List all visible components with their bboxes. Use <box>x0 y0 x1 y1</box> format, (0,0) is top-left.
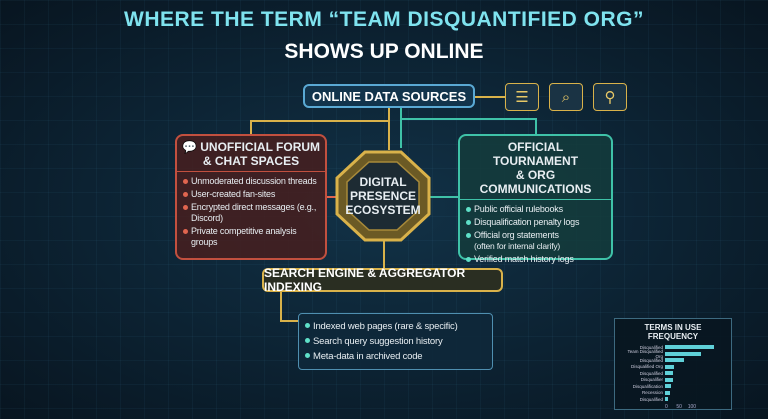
chart-row: Recession <box>619 390 727 397</box>
connector <box>388 108 390 150</box>
connector <box>250 120 390 122</box>
chart-tick-label: 50 <box>676 403 682 410</box>
chart-category-label: Disqualified <box>639 370 663 376</box>
chart-category-label: Recession <box>641 390 663 396</box>
official-title-1: OFFICIAL TOURNAMENT <box>492 140 579 168</box>
center-line-2: PRESENCE <box>349 189 417 203</box>
unofficial-title-2: & CHAT SPACES <box>202 154 300 168</box>
list-item: Public official rulebooks <box>466 204 607 215</box>
chart-bar <box>665 384 671 389</box>
digital-presence-hub: DIGITAL PRESENCE ECOSYSTEM <box>335 150 431 242</box>
chart-bar <box>665 390 670 395</box>
chart-category-label: Disqualification <box>632 383 663 389</box>
chart-row: Disqualified Org <box>619 364 727 371</box>
chart-title: TERMS IN USE FREQUENCY <box>644 323 702 341</box>
unofficial-forum-panel: 💬 UNOFFICIAL FORUM& CHAT SPACES Unmodera… <box>175 134 327 260</box>
list-item: Meta-data in archived code <box>305 350 488 363</box>
list-item: User-created fan-sites <box>183 189 321 200</box>
chart-category-label: Disqualified <box>639 344 663 350</box>
online-data-sources-label: ONLINE DATA SOURCES <box>303 84 475 108</box>
connector <box>280 320 298 322</box>
title-line-2: SHOWS UP ONLINE <box>284 40 484 63</box>
connector <box>400 118 535 120</box>
title-line-1: WHERE THE TERM “TEAM DISQUANTIFIED ORG” <box>124 8 644 31</box>
chart-row: Disqualified <box>619 396 727 403</box>
chart-bar <box>665 364 675 369</box>
list-item: Search query suggestion history <box>305 335 488 348</box>
chart-category-label: Disqualified <box>639 357 663 363</box>
list-item: Verified match history logs <box>466 254 607 265</box>
chart-category-label: Disqualified Org <box>630 364 663 370</box>
chart-category-label: Team Disqualified Org <box>627 348 663 359</box>
chart-category-label: Disqualifier <box>640 377 663 383</box>
list-item: Unmoderated discussion threads <box>183 176 321 187</box>
chart-row: Disqualified <box>619 357 727 364</box>
connector <box>400 108 402 148</box>
connector <box>280 292 282 322</box>
official-title-2: & ORG COMMUNICATIONS <box>479 168 592 196</box>
connector <box>430 196 458 198</box>
magnifier-icon: ⚲ <box>593 83 627 111</box>
chart-tick-label: 100 <box>687 403 697 410</box>
connector <box>383 240 385 268</box>
chart-row: Disqualified <box>619 344 727 351</box>
octagon-shape <box>335 150 431 242</box>
unofficial-title-1: UNOFFICIAL FORUM <box>200 140 321 154</box>
chart-bar <box>665 358 685 363</box>
connector <box>535 118 537 134</box>
chart-bar <box>665 371 674 376</box>
server-icon: ☰ <box>505 83 539 111</box>
chart-tick-label: 0 <box>665 403 668 410</box>
list-item-note: (often for internal clarify) <box>474 241 561 251</box>
source-icons: ☰ ⌕ ⚲ <box>505 83 627 111</box>
chat-bubbles-icon: 💬 <box>181 140 197 154</box>
chart-bar <box>665 351 702 356</box>
chart-bar <box>665 345 714 350</box>
list-item: Official org statements <box>466 230 607 241</box>
connector <box>327 196 339 198</box>
indexing-panel: Indexed web pages (rare & specific) Sear… <box>298 313 493 370</box>
web-search-icon: ⌕ <box>549 83 583 111</box>
chart-bar <box>665 377 673 382</box>
chart-row: Disqualified <box>619 370 727 377</box>
connector <box>250 120 252 134</box>
chart-row: Disqualification <box>619 383 727 390</box>
list-item: Encrypted direct messages (e.g., Discord… <box>183 202 321 224</box>
indexing-label: SEARCH ENGINE & AGGREGATOR INDEXING <box>262 266 503 294</box>
official-communications-panel: OFFICIAL TOURNAMENT& ORG COMMUNICATIONS … <box>458 134 613 264</box>
chart-row: Team Disqualified Org <box>619 348 727 359</box>
list-item: Private competitive analysis groups <box>183 226 321 248</box>
list-item: Indexed web pages (rare & specific) <box>305 320 488 333</box>
center-line-3: ECOSYSTEM <box>345 203 421 217</box>
chart-row: Disqualifier <box>619 377 727 384</box>
center-line-1: DIGITAL <box>359 175 407 189</box>
connector <box>475 96 505 98</box>
chart-x-axis: 0 50 100 <box>619 403 727 411</box>
list-item: Disqualification penalty logs <box>466 217 607 228</box>
chart-bar <box>665 397 668 402</box>
chart-category-label: Disqualified <box>639 396 663 402</box>
